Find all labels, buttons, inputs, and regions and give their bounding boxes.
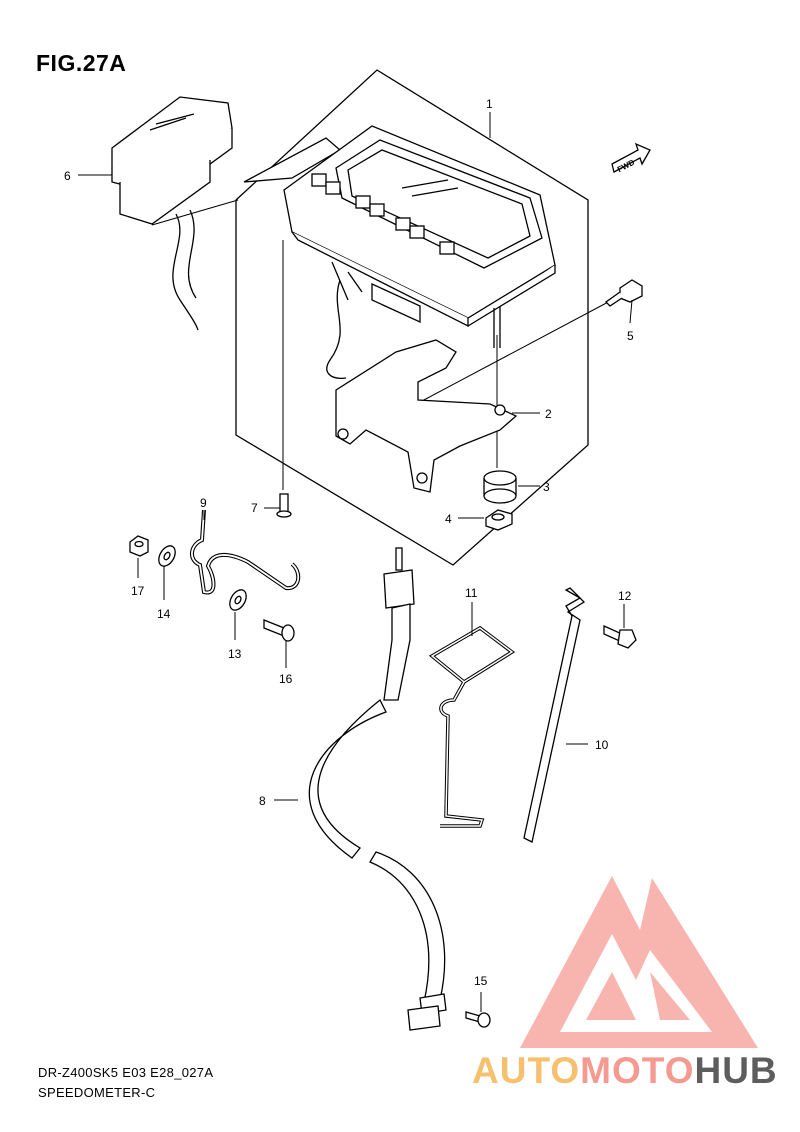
part-17-nut bbox=[129, 535, 149, 557]
callout-3: 3 bbox=[543, 480, 550, 494]
fwd-arrow-icon: FWD bbox=[611, 142, 651, 174]
model-code: DR-Z400SK5 E03 E28_027A bbox=[38, 1065, 214, 1080]
callout-14: 14 bbox=[157, 607, 171, 621]
part-14-washer bbox=[158, 545, 176, 567]
part-1-speedometer bbox=[243, 125, 556, 379]
callout-7: 7 bbox=[251, 501, 258, 515]
watermark-auto: AUTO bbox=[472, 1050, 581, 1091]
watermark-hub: HUB bbox=[694, 1050, 778, 1091]
part-13-washer bbox=[229, 589, 247, 611]
callout-16: 16 bbox=[279, 672, 293, 686]
callout-12: 12 bbox=[618, 589, 632, 603]
callout-9: 9 bbox=[200, 496, 207, 510]
callout-6: 6 bbox=[64, 169, 71, 183]
callout-1: 1 bbox=[486, 97, 493, 111]
part-3-grommet bbox=[483, 470, 517, 504]
callout-11: 11 bbox=[465, 586, 478, 600]
guide-lines bbox=[151, 199, 613, 490]
leader-lines bbox=[78, 112, 633, 1012]
watermark-brand: AUTOMOTOHUB bbox=[472, 1050, 778, 1092]
callout-4: 4 bbox=[445, 512, 452, 526]
section-name: SPEEDOMETER-C bbox=[38, 1085, 156, 1100]
part-5-screw bbox=[604, 279, 643, 307]
watermark-moto: MOTO bbox=[580, 1050, 695, 1091]
figure-title: FIG.27A bbox=[36, 50, 127, 76]
callout-17: 17 bbox=[131, 584, 145, 598]
part-4-nut bbox=[485, 509, 513, 531]
part-11-bracket bbox=[428, 625, 516, 828]
part-15-screw bbox=[465, 1011, 491, 1028]
part-7-screw bbox=[276, 493, 292, 518]
callout-2: 2 bbox=[545, 407, 552, 421]
callout-15: 15 bbox=[474, 974, 488, 988]
part-2-bracket bbox=[335, 339, 518, 493]
part-10-strap bbox=[523, 587, 586, 843]
callout-8: 8 bbox=[259, 794, 266, 808]
part-6-cover bbox=[111, 96, 233, 331]
callout-13: 13 bbox=[228, 647, 242, 661]
watermark-logo-icon bbox=[520, 876, 758, 1048]
assembly-frame bbox=[235, 69, 589, 566]
callout-numbers: 1 2 3 4 5 6 7 8 9 10 11 12 13 14 15 16 1… bbox=[64, 97, 634, 988]
part-12-bolt bbox=[603, 624, 637, 649]
callout-10: 10 bbox=[595, 738, 609, 752]
part-9-hook bbox=[190, 509, 301, 595]
part-16-screw bbox=[263, 619, 295, 642]
callout-5: 5 bbox=[627, 329, 634, 343]
part-8-cable bbox=[308, 547, 447, 1031]
